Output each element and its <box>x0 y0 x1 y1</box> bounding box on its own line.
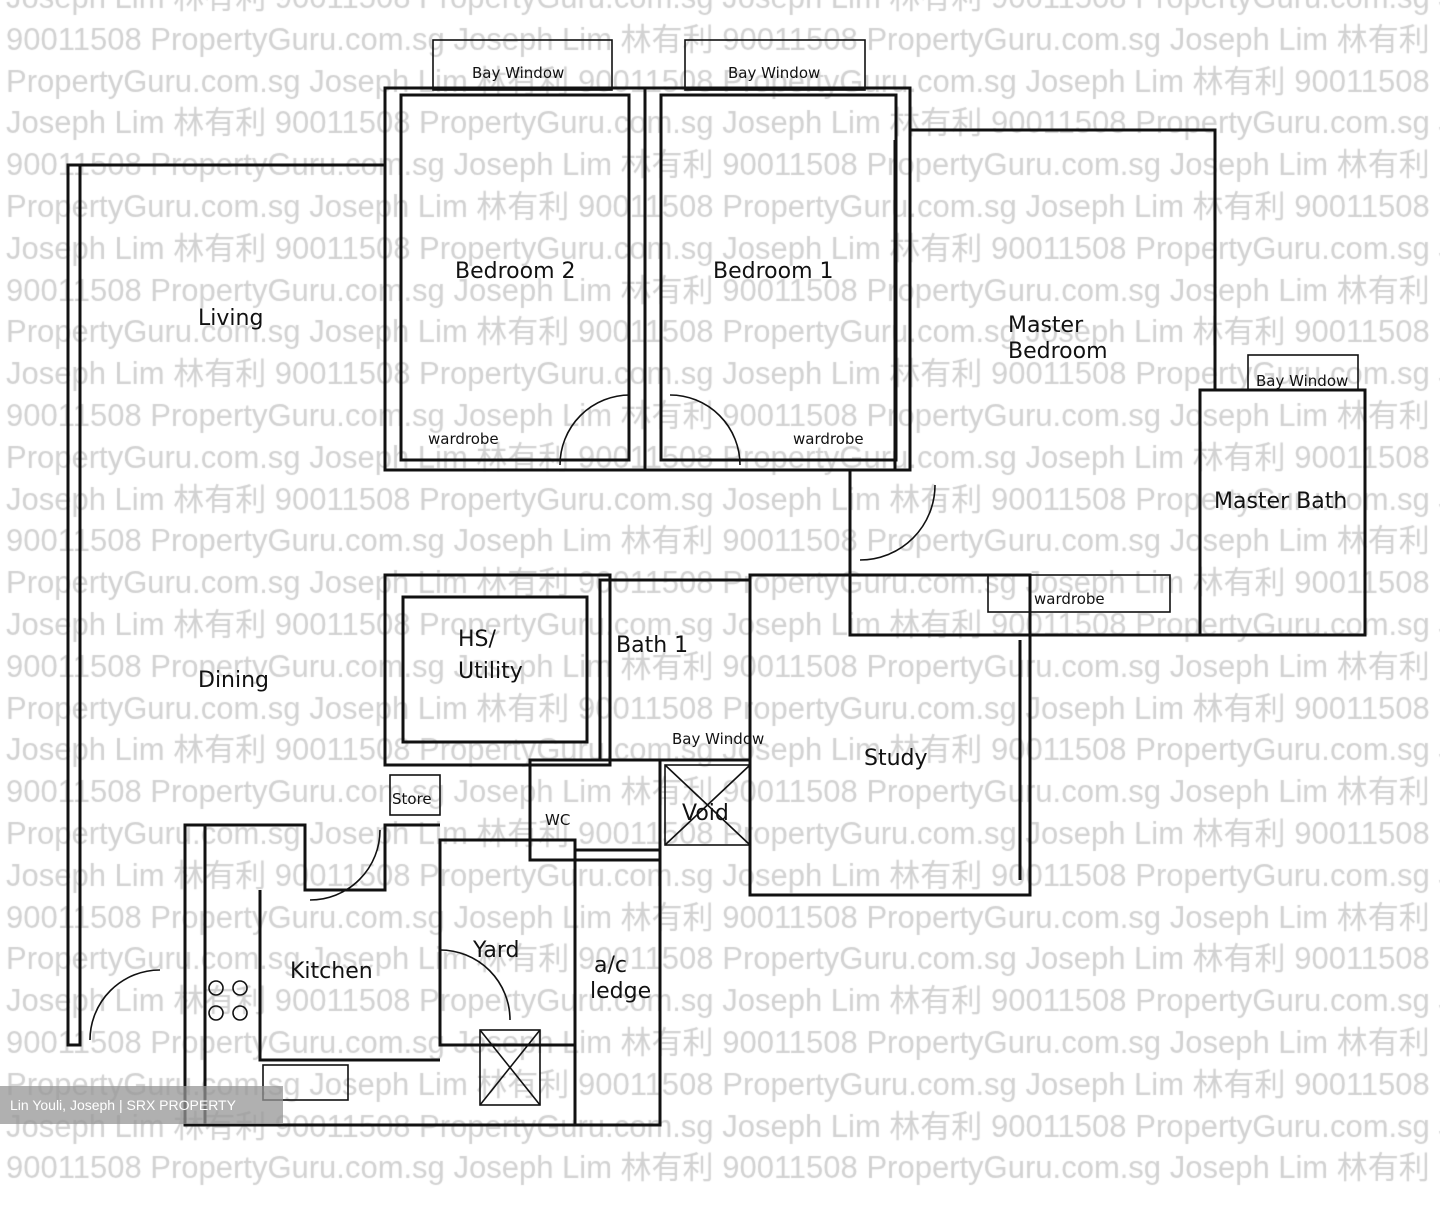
room-label-bedroom2: Bedroom 2 <box>455 259 576 284</box>
room-label-master-bedroom: Master <box>1008 313 1084 338</box>
room-label-ac-ledge: a/c <box>594 953 627 978</box>
bay-window-label: Bay Window <box>472 64 564 82</box>
room-label-hs-utility: HS/ <box>458 627 497 652</box>
bay-window-label: Bay Window <box>1256 372 1348 390</box>
room-label-yard: Yard <box>472 938 520 963</box>
room-label-study: Study <box>864 746 928 771</box>
walls <box>66 39 1367 1127</box>
wardrobe-label: wardrobe <box>428 430 499 448</box>
room-label-store: Store <box>392 790 432 808</box>
room-label-wc: WC <box>545 811 570 829</box>
bay-window-label: Bay Window <box>672 730 764 748</box>
room-label-void: Void <box>682 801 729 826</box>
room-label-master-bedroom-2: Bedroom <box>1008 339 1108 364</box>
room-label-bath1: Bath 1 <box>616 633 688 658</box>
wardrobe-label: wardrobe <box>1034 590 1105 608</box>
room-label-hs-utility-2: Utility <box>458 659 523 684</box>
photo-credit-caption: Lin Youli, Joseph | SRX PROPERTY <box>0 1086 283 1124</box>
room-label-ac-ledge-2: ledge <box>590 979 651 1004</box>
room-label-living: Living <box>198 306 263 331</box>
room-label-bedroom1: Bedroom 1 <box>713 259 834 284</box>
bay-window-label: Bay Window <box>728 64 820 82</box>
door-swings <box>89 394 936 1041</box>
room-label-master-bath: Master Bath <box>1214 489 1347 514</box>
stove-icon <box>208 980 248 1021</box>
room-label-kitchen: Kitchen <box>290 959 373 984</box>
room-label-dining: Dining <box>198 668 269 693</box>
wardrobe-label: wardrobe <box>793 430 864 448</box>
